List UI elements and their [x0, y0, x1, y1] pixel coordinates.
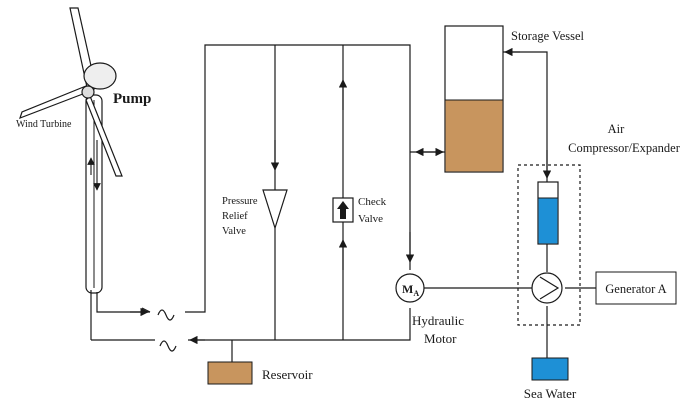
compressor-cylinder [537, 181, 559, 272]
compressor-expander-label: Compressor/Expander [568, 141, 681, 155]
pressure-relief-label-3: Valve [222, 226, 246, 237]
wind-turbine-label: Wind Turbine [16, 119, 72, 130]
hydraulic-motor-label-2: Motor [424, 331, 457, 346]
storage-vessel-label: Storage Vessel [511, 29, 585, 43]
storage-vessel [444, 25, 504, 173]
storage-vessel-liquid [445, 100, 503, 172]
pressure-relief-valve [262, 189, 288, 230]
hydraulic-motor-label-1: Hydraulic [412, 313, 464, 328]
generator-label: Generator A [605, 282, 666, 296]
compressor-pump-symbol [531, 272, 563, 304]
sea-water-tank [531, 357, 569, 381]
hydraulic-motor [395, 273, 425, 303]
turbine-blade-left [19, 85, 89, 120]
sea-water-label: Sea Water [524, 386, 577, 401]
tower-flow-arrows [87, 140, 101, 191]
wind-turbine [19, 7, 123, 294]
check-valve-label-1: Check [358, 196, 387, 208]
pump-label: Pump [113, 91, 151, 107]
turbine-blade-bottom [85, 94, 123, 177]
air-label: Air [608, 122, 626, 136]
pressure-relief-label-1: Pressure [222, 196, 258, 207]
check-valve-label-2: Valve [358, 213, 383, 225]
check-valve [332, 197, 354, 223]
reservoir-label: Reservoir [262, 367, 313, 382]
turbine-nacelle [83, 62, 117, 90]
motor-symbol: MA [402, 282, 419, 298]
turbine-hub [81, 85, 95, 99]
air-compressor-expander-box [517, 164, 581, 326]
flow-arrows [130, 47, 552, 345]
reservoir-tank [207, 361, 253, 385]
generator-box [595, 271, 677, 305]
pressure-relief-label-2: Relief [222, 211, 248, 222]
